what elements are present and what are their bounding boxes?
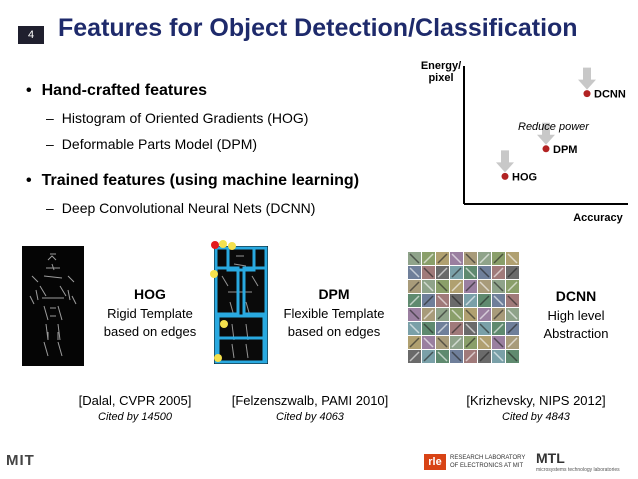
point-label-dcnn: DCNN [594, 89, 626, 101]
mtl-logo-text: microsystems technology laboratories [536, 467, 620, 473]
bullet-hand-crafted: Hand-crafted features [26, 82, 207, 100]
reduce-power-arrow [537, 122, 555, 145]
rle-logo-mark: rle [424, 454, 446, 470]
hog-caption-line-2: based on edges [103, 324, 197, 339]
dpm-caption-title: DPM [318, 286, 350, 302]
mtl-logo-mark: MTL [536, 450, 565, 466]
sub-dpm: Deformable Parts Model (DPM) [46, 136, 257, 152]
energy-accuracy-chart: HOG DPM DCNN Reduce power [463, 66, 628, 205]
point-dcnn [583, 90, 591, 98]
mit-logo: MIT [6, 452, 35, 469]
slide-title: Features for Object Detection/Classifica… [58, 14, 578, 42]
ref-hog: [Dalal, CVPR 2005] [78, 393, 192, 408]
sub-hog: Histogram of Oriented Gradients (HOG) [46, 110, 309, 126]
slide-number: 4 [18, 26, 44, 44]
dpm-part-boxes [214, 246, 268, 364]
cited-hog: Cited by 14500 [98, 411, 172, 423]
reduce-power-arrow [496, 150, 514, 173]
y-axis-label: Energy/ pixel [420, 60, 462, 84]
bullet-trained: Trained features (using machine learning… [26, 172, 359, 190]
point-dpm [542, 145, 550, 153]
hog-caption-title: HOG [134, 286, 166, 302]
point-hog [501, 172, 509, 180]
cited-dpm: Cited by 4063 [276, 411, 344, 423]
dpm-caption-line-1: Flexible Template [283, 306, 385, 321]
rle-logo-text: RESEARCH LABORATORY OF ELECTRONICS AT MI… [450, 455, 526, 469]
dcnn-filters-image [408, 252, 520, 364]
ref-dcnn: [Krizhevsky, NIPS 2012] [466, 393, 606, 408]
cited-dcnn: Cited by 4843 [502, 411, 570, 423]
dcnn-caption-line-2: Abstraction [543, 326, 609, 341]
point-label-dpm: DPM [553, 144, 577, 156]
footer: MIT rle RESEARCH LABORATORY OF ELECTRONI… [0, 446, 638, 479]
x-axis-label: Accuracy [573, 212, 623, 224]
sub-dcnn: Deep Convolutional Neural Nets (DCNN) [46, 200, 316, 216]
dpm-caption-line-2: based on edges [287, 324, 381, 339]
hog-caption-line-1: Rigid Template [107, 306, 193, 321]
reduce-power-arrow [578, 67, 596, 90]
dcnn-caption-title: DCNN [555, 288, 597, 304]
annotation-reduce-power: Reduce power [518, 121, 590, 133]
ref-dpm: [Felzenszwalb, PAMI 2010] [231, 393, 389, 408]
point-label-hog: HOG [512, 171, 537, 183]
dcnn-caption-line-1: High level [547, 308, 605, 323]
dpm-image [208, 240, 274, 366]
hog-image [22, 246, 84, 366]
